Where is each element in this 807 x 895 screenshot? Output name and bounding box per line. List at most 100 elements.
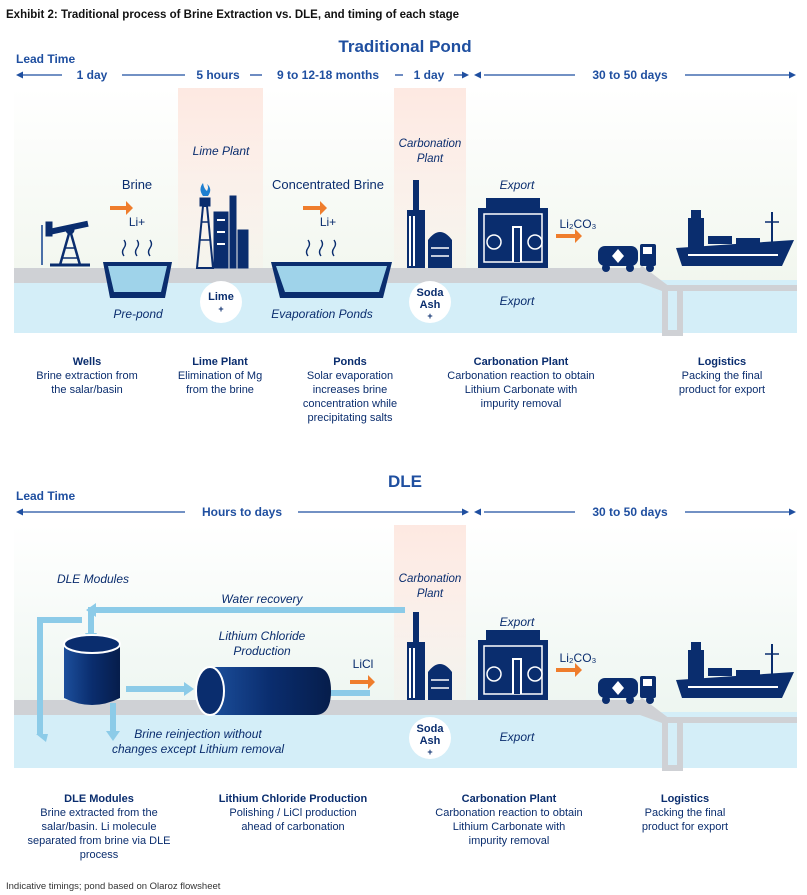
stage-desc: product for export (679, 384, 765, 396)
flow-arrow (303, 201, 327, 215)
stage-desc: concentration while (303, 398, 397, 410)
licl-tank-icon (195, 666, 331, 716)
flow-arrow (556, 663, 582, 677)
stage-title-carbonation-plant: Carbonation Plant (462, 793, 557, 805)
flow-arrow (350, 675, 375, 689)
label-export: Export (500, 730, 535, 744)
stage-desc: Carbonation reaction to obtain (447, 370, 594, 382)
dle-title: DLE (388, 472, 422, 491)
label-li2co3: Li₂CO₃ (560, 217, 597, 231)
label-ash: Ash (420, 735, 441, 747)
label-lime-plant: Lime Plant (193, 144, 250, 158)
pipes (36, 603, 405, 742)
arrowhead-left (16, 508, 23, 516)
label-soda: Soda (417, 723, 445, 735)
stage-desc: increases brine (313, 384, 388, 396)
timing-lime: 5 hours (196, 68, 240, 82)
cargo-ship-icon (676, 210, 794, 266)
soda-ash-bubble (409, 281, 451, 323)
label-ash: Ash (420, 299, 441, 311)
label-carbonation: Carbonation (399, 573, 462, 585)
label-export: Export (500, 178, 535, 192)
stage-desc: salar/basin. Li molecule (42, 821, 157, 833)
stage-title-logistics: Logistics (661, 793, 709, 805)
timing-logistics: 30 to 50 days (592, 505, 668, 519)
label-plus: + (218, 304, 223, 314)
shore (638, 265, 797, 336)
ground-strip (14, 268, 797, 291)
stage-title-ponds: Ponds (333, 356, 367, 368)
arrowhead-left (16, 71, 23, 79)
label-plant: Plant (417, 588, 444, 600)
stage-title-dle-modules: DLE Modules (64, 793, 134, 805)
lead-time-label: Lead Time (16, 52, 75, 66)
stage-desc: process (80, 849, 119, 861)
timing-logistics: 30 to 50 days (592, 68, 668, 82)
stage-desc: Brine extracted from the (40, 807, 157, 819)
label-li2co3: Li₂CO₃ (560, 651, 597, 665)
arrowhead-right (789, 71, 796, 79)
arrowhead-right (462, 71, 469, 79)
timing-carbonation: 1 day (414, 68, 445, 82)
stage-desc: Packing the final (645, 807, 726, 819)
stage-title-carbonation-plant: Carbonation Plant (474, 356, 569, 368)
flow-arrow (556, 229, 582, 243)
stage-desc: impurity removal (469, 835, 550, 847)
stage-desc: Brine extraction from (36, 370, 137, 382)
label-lime: Lime (208, 291, 234, 303)
tanker-truck-icon (598, 676, 656, 704)
stage-title-wells: Wells (73, 356, 102, 368)
stage-desc: separated from brine via DLE (27, 835, 170, 847)
label-water-recovery: Water recovery (221, 592, 303, 606)
flow-arrow (110, 201, 133, 215)
exhibit-title: Exhibit 2: Traditional process of Brine … (6, 9, 459, 21)
label-evaporation-ponds: Evaporation Ponds (271, 307, 372, 321)
soda-ash-bubble (409, 717, 451, 759)
arrowhead-right (789, 508, 796, 516)
cargo-ship-icon (676, 642, 794, 698)
label-export: Export (500, 294, 535, 308)
water-layer (14, 712, 665, 768)
steam-icon (121, 239, 337, 257)
export-factory-icon (478, 630, 548, 700)
label-concentrated-brine: Concentrated Brine (272, 177, 384, 192)
stage-desc: Packing the final (682, 370, 763, 382)
stage-desc: Lithium Carbonate with (465, 384, 578, 396)
stage-desc: Lithium Carbonate with (453, 821, 566, 833)
label-brine-reinjection: changes except Lithium removal (112, 742, 284, 756)
arrowhead-left (474, 508, 481, 516)
lime-bubble (200, 281, 242, 323)
carbonation-tower-icon (407, 612, 452, 700)
stage-title-lime-plant: Lime Plant (192, 356, 248, 368)
label-licl-production: Lithium Chloride (219, 629, 306, 643)
shore (638, 697, 797, 771)
tanker-truck-icon (598, 244, 656, 272)
lead-time-label: Lead Time (16, 489, 75, 503)
lime-plant-icon (195, 183, 249, 269)
traditional-section: Traditional Pond Lead Time 1 day 5 hours… (14, 37, 797, 424)
label-pre-pond: Pre-pond (113, 307, 163, 321)
label-licl-production: Production (233, 644, 291, 658)
stage-desc: Carbonation reaction to obtain (435, 807, 582, 819)
dle-section: DLE Lead Time Hours to days 30 to 50 day… (14, 472, 797, 861)
label-dle-modules: DLE Modules (57, 572, 129, 586)
label-plus: + (427, 747, 432, 757)
traditional-title: Traditional Pond (338, 37, 471, 56)
export-factory-icon (478, 198, 548, 268)
label-carbonation: Carbonation (399, 138, 462, 150)
stage-desc: Polishing / LiCl production (229, 807, 356, 819)
label-soda: Soda (417, 287, 445, 299)
timing-ponds: 9 to 12-18 months (277, 68, 379, 82)
timing-dle: Hours to days (202, 505, 282, 519)
label-export: Export (500, 615, 535, 629)
arrowhead-right (462, 508, 469, 516)
traditional-stage-descriptions: Wells Brine extraction from the salar/ba… (36, 356, 765, 424)
carbonation-tower-icon (407, 180, 452, 268)
label-brine-reinjection: Brine reinjection without (134, 727, 262, 741)
stage-title-logistics: Logistics (698, 356, 746, 368)
stage-desc: ahead of carbonation (241, 821, 344, 833)
label-plus: + (427, 311, 432, 321)
label-plant: Plant (417, 153, 444, 165)
dle-module-tank-icon (63, 634, 121, 705)
